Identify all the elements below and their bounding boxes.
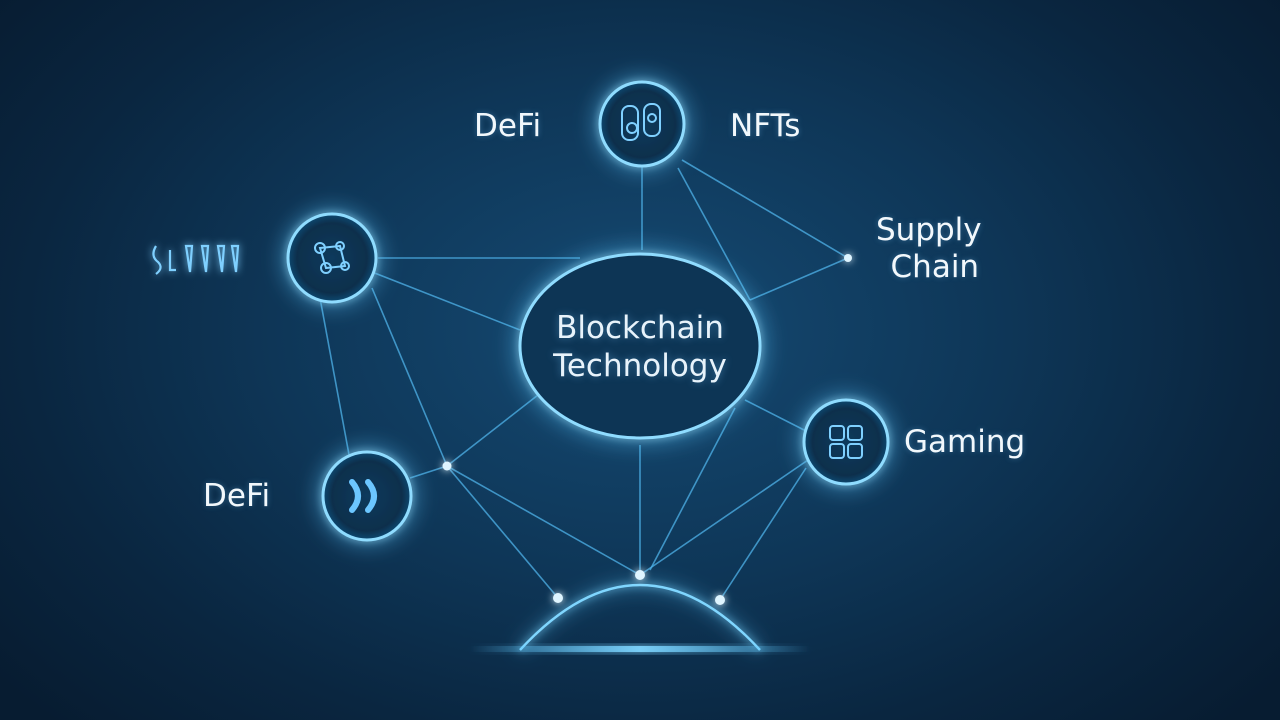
label-supply: Supply — [876, 212, 982, 248]
edge-hub-arc — [446, 465, 559, 599]
double-chevron-icon — [349, 479, 377, 513]
dot-hub — [442, 461, 452, 471]
label-nfts: NFTs — [730, 108, 801, 144]
dot-supply — [844, 254, 852, 262]
token-cluster-icon — [621, 103, 661, 141]
base-arc — [470, 580, 810, 654]
connection-lines — [319, 159, 849, 601]
label-defi-bottom: DeFi — [203, 478, 271, 514]
decorative-glyphs — [152, 244, 240, 275]
dot-arc-right — [715, 595, 725, 605]
dot-arc-top — [635, 570, 645, 580]
center-node — [511, 245, 769, 447]
edge-hub-arc-top — [446, 465, 641, 576]
label-supply-chain: Supply Chain — [876, 212, 982, 285]
center-title: Blockchain Technology — [520, 310, 760, 386]
edge-gaming-arc-right — [719, 467, 807, 601]
label-chain: Chain — [890, 248, 980, 285]
edge-hub-center — [446, 394, 539, 467]
center-title-line1: Blockchain — [556, 310, 724, 346]
network-cluster-icon — [314, 241, 350, 274]
node-defi-bottom — [315, 444, 419, 548]
edge-gaming-arc — [639, 459, 809, 576]
center-title-line2: Technology — [553, 347, 727, 384]
edge-left-center-2 — [371, 271, 521, 331]
dot-arc-left — [553, 593, 563, 603]
edge-center-supply — [749, 257, 849, 301]
node-left-upper — [280, 206, 384, 310]
game-grid-icon — [829, 425, 863, 459]
edge-left-hub — [371, 287, 448, 467]
edge-nfts-diag — [677, 167, 751, 301]
node-gaming — [796, 392, 896, 492]
node-nfts — [592, 74, 692, 174]
edge-center-gaming — [744, 399, 809, 433]
edge-defi-hub — [409, 465, 448, 479]
edge-left-defi — [319, 297, 351, 461]
edge-nfts-supply — [681, 159, 849, 259]
edge-center-arc-diag — [649, 407, 736, 571]
label-gaming: Gaming — [904, 424, 1026, 460]
junction-dots — [442, 254, 852, 605]
label-defi-top: DeFi — [474, 108, 542, 144]
